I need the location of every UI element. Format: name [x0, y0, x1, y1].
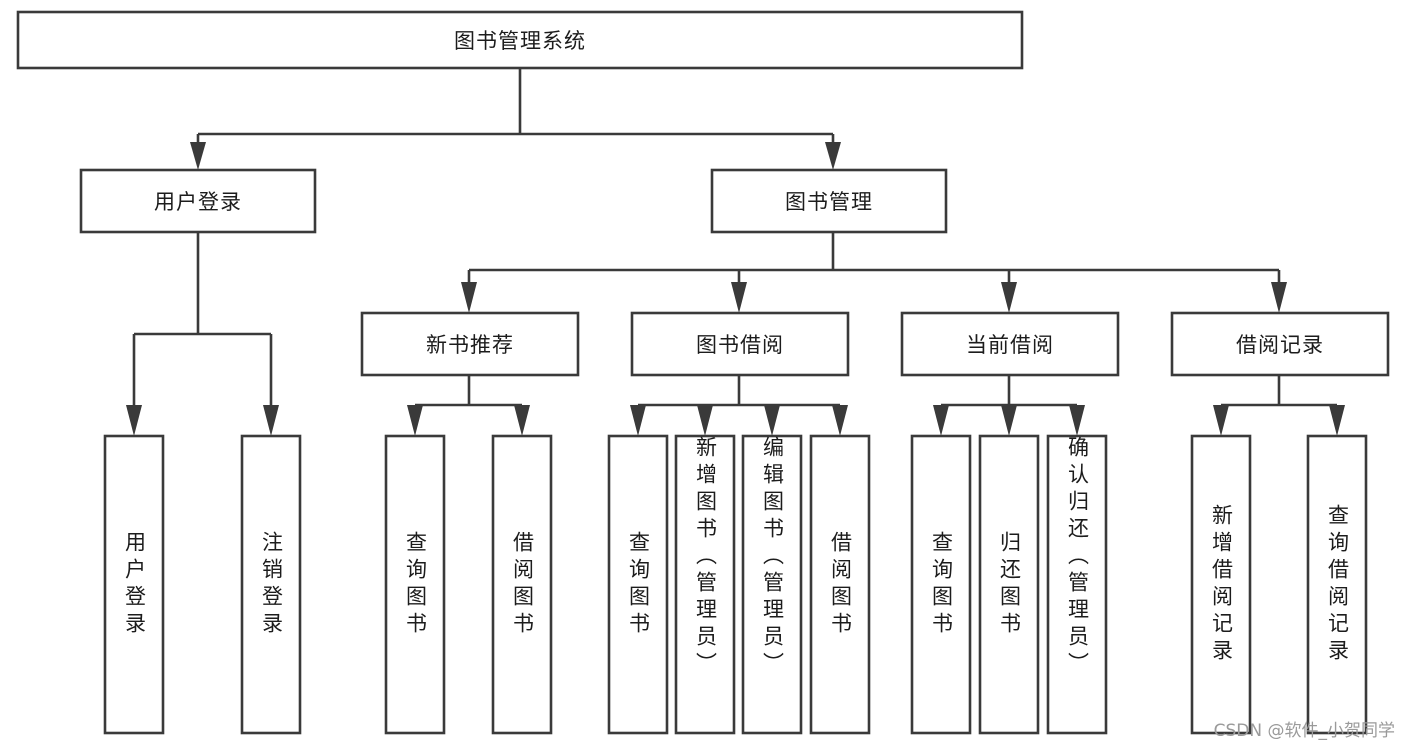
node-leaf-borrow-book-recommend[interactable] — [491, 434, 553, 735]
arrow-to-leaf-logout — [263, 405, 279, 436]
connector-root-to-level2 — [190, 68, 841, 170]
arrow-to-book-borrow — [731, 282, 747, 313]
node-leaf-edit-book-admin[interactable] — [741, 434, 803, 735]
node-borrow-record[interactable] — [1170, 311, 1390, 377]
arrow-to-leaf-return-book — [1001, 405, 1017, 436]
node-leaf-logout[interactable] — [240, 434, 302, 735]
node-current-borrow[interactable] — [900, 311, 1120, 377]
node-root-book-management-system[interactable] — [16, 10, 1024, 70]
arrow-to-leaf-confirm-return — [1069, 405, 1085, 436]
arrow-to-leaf-query-book-2 — [630, 405, 646, 436]
node-new-book-recommend[interactable] — [360, 311, 580, 377]
arrow-to-current-borrow — [1001, 282, 1017, 313]
node-leaf-return-book[interactable] — [978, 434, 1040, 735]
node-leaf-query-book-current[interactable] — [910, 434, 972, 735]
node-user-login[interactable] — [79, 168, 317, 234]
node-book-borrow[interactable] — [630, 311, 850, 377]
arrow-to-leaf-query-book-3 — [933, 405, 949, 436]
connector-current-borrow-to-leaves — [933, 375, 1085, 436]
arrow-to-new-book-recommend — [461, 282, 477, 313]
arrow-to-book-manage — [825, 142, 841, 170]
arrow-to-leaf-query-book-1 — [407, 405, 423, 436]
arrow-to-leaf-query-record — [1329, 405, 1345, 436]
node-leaf-query-book-recommend[interactable] — [384, 434, 446, 735]
connector-book-borrow-to-leaves — [630, 375, 848, 436]
arrow-to-borrow-record — [1271, 282, 1287, 313]
node-book-management[interactable] — [710, 168, 948, 234]
connector-user-login-to-leaves — [126, 232, 279, 436]
arrow-to-leaf-user-login — [126, 405, 142, 436]
connector-new-book-recommend-to-leaves — [407, 375, 530, 436]
node-leaf-query-borrow-record[interactable] — [1306, 434, 1368, 735]
node-leaf-borrow-book-borrow[interactable] — [809, 434, 871, 735]
arrow-to-leaf-borrow-book-2 — [832, 405, 848, 436]
arrow-to-leaf-borrow-book-1 — [514, 405, 530, 436]
arrow-to-leaf-edit-book — [764, 405, 780, 436]
node-leaf-user-login[interactable] — [103, 434, 165, 735]
node-leaf-confirm-return-admin[interactable] — [1046, 434, 1108, 735]
arrow-to-leaf-add-book — [697, 405, 713, 436]
node-leaf-add-book-admin[interactable] — [674, 434, 736, 735]
node-leaf-query-book-borrow[interactable] — [607, 434, 669, 735]
arrow-to-user-login — [190, 142, 206, 170]
arrow-to-leaf-add-record — [1213, 405, 1229, 436]
connector-book-manage-to-level3 — [461, 232, 1287, 313]
node-leaf-add-borrow-record[interactable] — [1190, 434, 1252, 735]
connector-borrow-record-to-leaves — [1213, 375, 1345, 436]
